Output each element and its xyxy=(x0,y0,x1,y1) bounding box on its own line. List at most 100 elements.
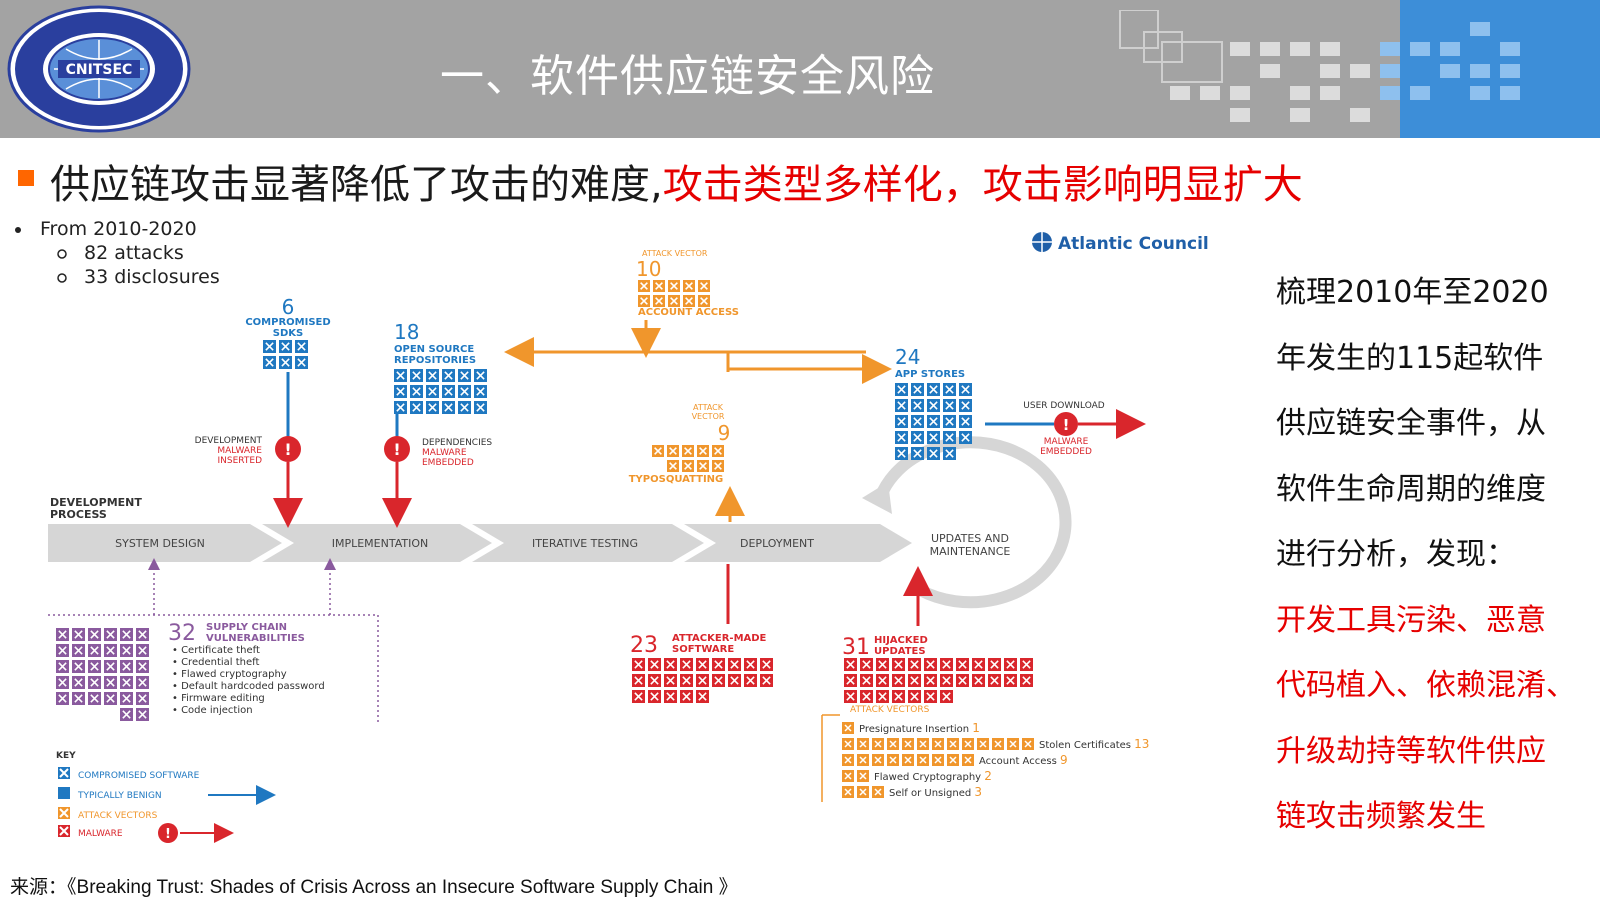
oss-label: OPEN SOURCE xyxy=(394,344,474,355)
incident-x-mark xyxy=(666,660,675,669)
incident-x-mark xyxy=(929,385,938,394)
stage-system-design: SYSTEM DESIGN xyxy=(115,537,205,550)
incident-x-mark xyxy=(897,449,906,458)
incident-x-mark xyxy=(698,692,707,701)
incident-x-mark xyxy=(926,692,935,701)
side-note-line: 供应链安全事件，从 xyxy=(1276,406,1546,441)
sc-item: • Default hardcoded password xyxy=(172,681,325,692)
page-title: 一、软件供应链安全风险 xyxy=(440,51,935,102)
incident-x-mark xyxy=(874,740,882,748)
incident-x-mark xyxy=(730,676,739,685)
svg-text:EMBEDDED: EMBEDDED xyxy=(422,458,474,468)
process-band xyxy=(48,524,912,562)
incident-x-mark xyxy=(281,358,290,367)
key-item: ATTACK VECTORS xyxy=(78,811,158,821)
incident-x-mark xyxy=(58,646,67,655)
sc-item: • Firmware editing xyxy=(172,693,265,704)
header-bar: CNITSEC 一、软件供应链安全风险 xyxy=(0,0,1600,138)
side-note-line: 梳理2010年至2020 xyxy=(1276,275,1549,310)
incident-x-mark xyxy=(913,401,922,410)
incident-x-mark xyxy=(979,740,987,748)
key-title: KEY xyxy=(56,751,76,761)
incident-x-mark xyxy=(460,387,469,396)
app-stores-icon-grid xyxy=(895,383,972,460)
incident-x-mark xyxy=(670,282,678,290)
incident-x-mark xyxy=(670,297,678,305)
incident-x-mark xyxy=(138,630,147,639)
incident-x-mark xyxy=(669,462,677,470)
incident-x-mark xyxy=(934,756,942,764)
incident-x-mark xyxy=(913,385,922,394)
incident-x-mark xyxy=(265,358,274,367)
supply-chain-infographic: From 2010-2020 82 attacks 33 disclosures… xyxy=(15,218,1209,843)
incident-x-mark xyxy=(122,630,131,639)
malware-alert-icon xyxy=(384,436,410,462)
incident-x-mark xyxy=(444,403,453,412)
svg-text:SDKS: SDKS xyxy=(273,328,303,339)
incident-x-mark xyxy=(846,660,855,669)
incident-x-mark xyxy=(862,676,871,685)
hijacked-label: HIJACKED xyxy=(874,635,928,646)
process-label: DEVELOPMENT xyxy=(50,496,142,509)
incident-x-mark xyxy=(910,692,919,701)
incident-x-mark xyxy=(929,401,938,410)
incident-x-mark xyxy=(714,660,723,669)
update-cycle-arrow xyxy=(874,436,1072,609)
incident-x-mark xyxy=(844,772,852,780)
incident-x-mark xyxy=(74,630,83,639)
sdks-icon-grid xyxy=(263,340,308,369)
incident-x-mark xyxy=(862,660,871,669)
incident-x-mark xyxy=(964,740,972,748)
incident-x-mark xyxy=(90,678,99,687)
incident-x-mark xyxy=(874,788,882,796)
incident-x-mark xyxy=(961,433,970,442)
incident-x-mark xyxy=(460,403,469,412)
incident-x-mark xyxy=(265,342,274,351)
incident-x-mark xyxy=(106,646,115,655)
incident-x-mark xyxy=(945,417,954,426)
incident-x-mark xyxy=(428,371,437,380)
incident-x-mark xyxy=(90,694,99,703)
incident-x-mark xyxy=(698,676,707,685)
summary-line: 供应链攻击显著降低了攻击的难度,攻击类型多样化，攻击影响明显扩大 xyxy=(50,152,1303,210)
incident-x-mark xyxy=(964,756,972,764)
incident-x-mark xyxy=(682,692,691,701)
incident-x-mark xyxy=(476,403,485,412)
sdks-count: 6 xyxy=(282,295,295,319)
sc-count: 32 xyxy=(168,621,196,646)
incident-x-mark xyxy=(634,692,643,701)
incident-x-mark xyxy=(412,371,421,380)
incident-x-mark xyxy=(910,660,919,669)
user-download-label: USER DOWNLOAD xyxy=(1023,401,1105,411)
incident-x-mark xyxy=(699,447,707,455)
svg-text:MALWARE: MALWARE xyxy=(422,448,467,458)
incident-x-mark xyxy=(58,662,67,671)
key-benign-icon xyxy=(58,787,70,799)
incident-x-mark xyxy=(1006,660,1015,669)
incident-x-mark xyxy=(682,676,691,685)
incident-x-mark xyxy=(926,660,935,669)
incident-x-mark xyxy=(666,676,675,685)
malware-alert-icon xyxy=(158,823,178,843)
incident-x-mark xyxy=(669,447,677,455)
svg-text:PROCESS: PROCESS xyxy=(50,508,107,521)
incident-x-mark xyxy=(700,282,708,290)
incident-x-mark xyxy=(926,676,935,685)
incident-x-mark xyxy=(138,694,147,703)
incident-x-mark xyxy=(945,433,954,442)
stage-updates: UPDATES AND xyxy=(931,532,1009,545)
incident-x-mark xyxy=(698,660,707,669)
incident-x-mark xyxy=(730,660,739,669)
incident-x-mark xyxy=(990,676,999,685)
hijacked-icon-grid xyxy=(844,658,1033,703)
incident-x-mark xyxy=(961,401,970,410)
incident-x-mark xyxy=(122,694,131,703)
incident-x-mark xyxy=(666,692,675,701)
incident-x-mark xyxy=(122,678,131,687)
svg-text:MAINTENANCE: MAINTENANCE xyxy=(930,545,1011,558)
svg-text:VECTOR: VECTOR xyxy=(692,412,725,421)
incident-x-mark xyxy=(685,282,693,290)
sc-label: SUPPLY CHAIN xyxy=(206,622,287,633)
incident-x-mark xyxy=(444,387,453,396)
